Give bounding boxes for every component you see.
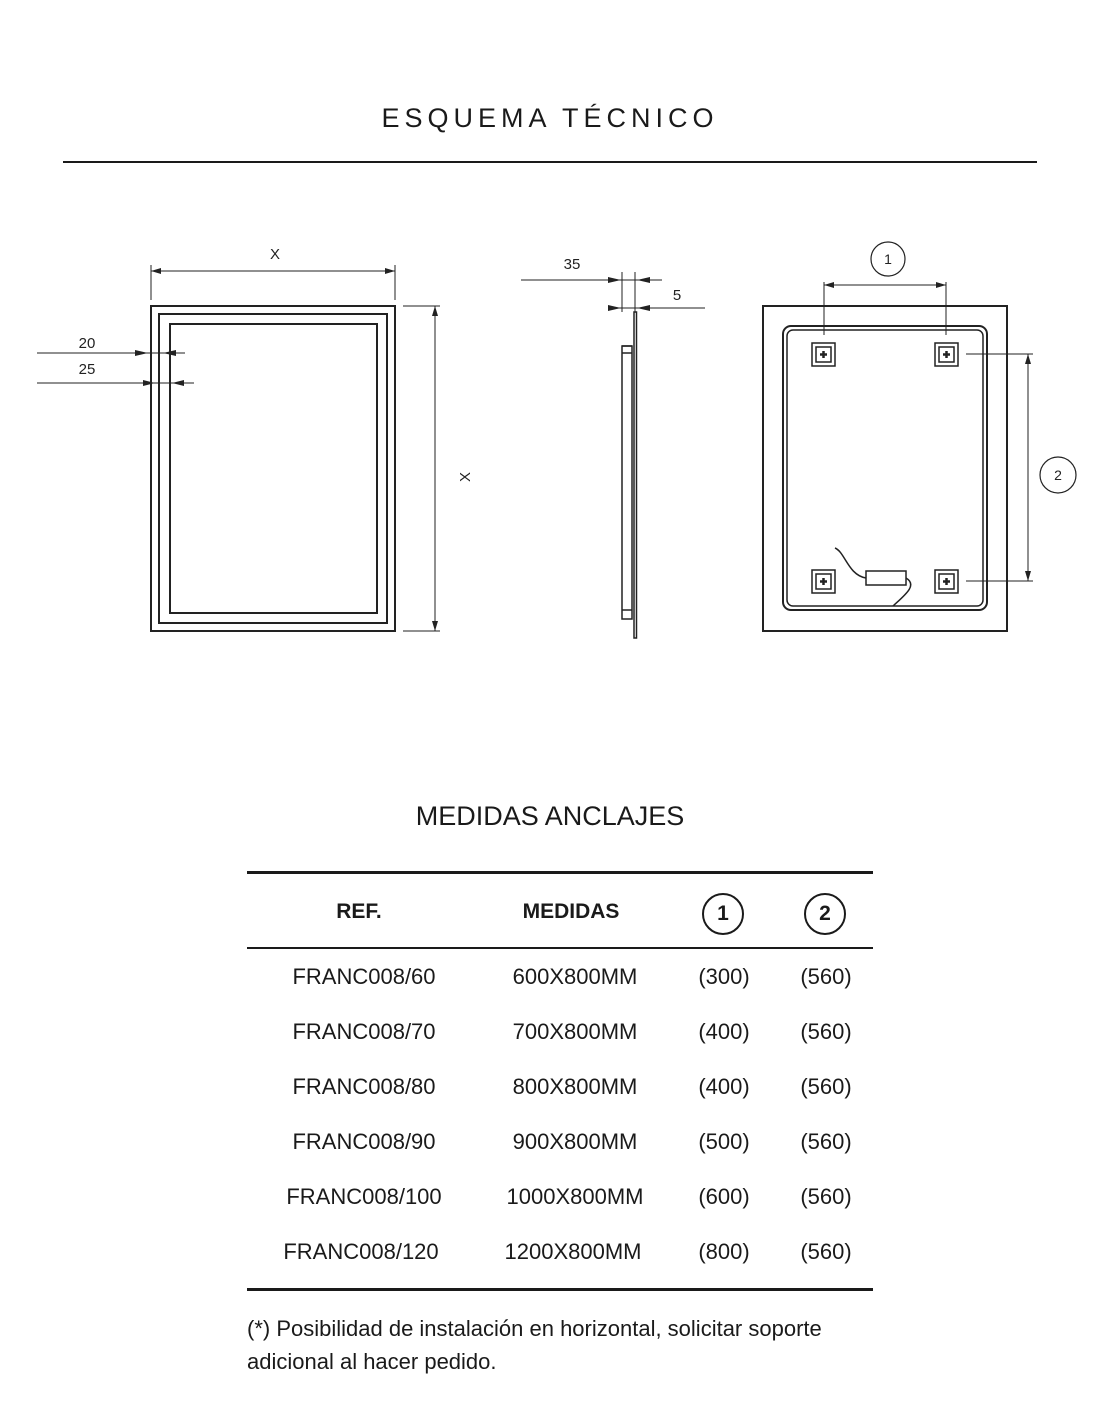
- side-view: [521, 272, 705, 639]
- cell-col1: (400): [698, 1019, 750, 1044]
- cell-ref: FRANC008/80: [292, 1074, 436, 1099]
- header-ref: REF.: [336, 900, 382, 923]
- header-col-1: 1: [702, 893, 744, 935]
- marker-2-label: 2: [1054, 467, 1062, 483]
- cell-ref: FRANC008/120: [283, 1239, 439, 1264]
- technical-drawing: X X 20 25 35 5: [37, 241, 1077, 639]
- cell-col2: (560): [800, 1239, 852, 1264]
- header-medidas: MEDIDAS: [522, 900, 620, 923]
- depth-label: 35: [564, 256, 581, 273]
- cell-medidas: 900X800MM: [512, 1129, 638, 1154]
- back-view: [762, 241, 1077, 632]
- frame-dim-25: 25: [79, 361, 96, 378]
- cell-col1: (500): [698, 1129, 750, 1154]
- anchor-bracket-icon: [811, 342, 959, 594]
- frame-dim-20: 20: [79, 335, 96, 352]
- header-divider: [247, 947, 873, 949]
- table-bottom-rule: [247, 1288, 873, 1291]
- cell-ref: FRANC008/60: [292, 964, 436, 989]
- cell-col1: (800): [698, 1239, 750, 1264]
- cell-col2: (560): [800, 1019, 852, 1044]
- cell-col2: (560): [800, 964, 852, 989]
- marker-1-label: 1: [884, 251, 892, 267]
- cell-col1: (600): [698, 1184, 750, 1209]
- cell-col2: (560): [800, 1184, 852, 1209]
- cell-ref: FRANC008/70: [292, 1019, 436, 1044]
- page-title: ESQUEMA TÉCNICO: [381, 103, 719, 133]
- cell-col2: (560): [800, 1129, 852, 1154]
- front-view: [37, 265, 440, 632]
- cell-ref: FRANC008/90: [292, 1129, 436, 1154]
- cell-medidas: 700X800MM: [512, 1019, 638, 1044]
- cell-medidas: 1200X800MM: [504, 1239, 642, 1264]
- cell-medidas: 800X800MM: [512, 1074, 638, 1099]
- cell-col1: (400): [698, 1074, 750, 1099]
- glass-thickness-label: 5: [673, 287, 681, 304]
- table-title: MEDIDAS ANCLAJES: [415, 801, 685, 831]
- cell-medidas: 1000X800MM: [506, 1184, 644, 1209]
- header-col-2: 2: [804, 893, 846, 935]
- footnote: (*) Posibilidad de instalación en horizo…: [247, 1316, 822, 1374]
- cell-medidas: 600X800MM: [512, 964, 638, 989]
- cell-ref: FRANC008/100: [286, 1184, 442, 1209]
- cell-col2: (560): [800, 1074, 852, 1099]
- front-width-label: X: [270, 246, 280, 263]
- cell-col1: (300): [698, 964, 750, 989]
- front-height-label: X: [457, 472, 474, 482]
- led-driver-icon: [865, 570, 907, 586]
- title-divider: [63, 161, 1037, 163]
- table-top-rule: [247, 871, 873, 874]
